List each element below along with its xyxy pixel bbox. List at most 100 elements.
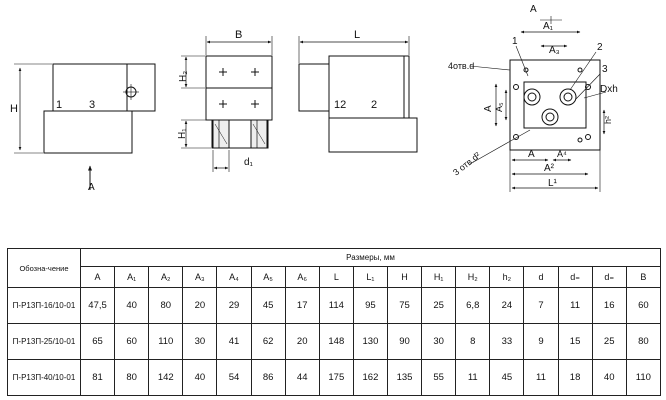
side-label-3: 3: [89, 99, 95, 111]
plan-view-arrow-label: A: [530, 4, 537, 15]
table-cell: 25: [591, 323, 627, 360]
end-label-12: 12: [334, 99, 346, 111]
table-cell: 9: [523, 323, 559, 360]
dim-h2-label: H₂: [178, 71, 189, 82]
table-cell: 75: [386, 287, 423, 324]
end-view: [298, 36, 418, 153]
plan-a4-label: A⁴: [557, 149, 567, 159]
end-label-2: 2: [371, 99, 377, 111]
table-cell: 45: [250, 287, 286, 324]
dim-l-label: L: [354, 29, 360, 41]
plan-a-left-label: A: [483, 105, 494, 112]
side-view: [14, 63, 156, 190]
column-header: L: [318, 266, 354, 288]
plan-a1-label: A₁: [543, 21, 554, 32]
table-cell: 11: [523, 359, 559, 396]
table-cell: 30: [182, 323, 218, 360]
table-cell: 110: [148, 323, 184, 360]
table-cell: 40: [114, 287, 150, 324]
table-cell: 47,5: [79, 287, 116, 324]
column-header: A₃: [182, 266, 218, 288]
table-cell: 25: [421, 287, 457, 324]
table-cell: 135: [386, 359, 423, 396]
plan-port-3: 3: [602, 64, 608, 75]
column-header: H: [386, 266, 423, 288]
table-cell: 162: [352, 359, 388, 396]
table-cell: 142: [148, 359, 184, 396]
column-header: A₂: [148, 266, 184, 288]
row-designation: П-Р13П-40/10-01: [7, 359, 81, 396]
plan-a5-label: A₅: [494, 102, 504, 112]
table-cell: 55: [421, 359, 457, 396]
table-cell: 148: [318, 323, 354, 360]
row-designation: П-Р13П-16/10-01: [7, 287, 81, 324]
column-header: A₆: [284, 266, 320, 288]
table-cell: 54: [216, 359, 252, 396]
table-cell: 86: [250, 359, 286, 396]
table-cell: 110: [625, 359, 662, 396]
view-arrow-label: A: [88, 182, 95, 193]
column-header: d: [523, 266, 559, 288]
column-header: H₂: [455, 266, 491, 288]
designation-header: Обозна-чение: [7, 248, 81, 288]
table-cell: 16: [591, 287, 627, 324]
side-label-1: 1: [56, 99, 62, 111]
column-header: A₁: [114, 266, 150, 288]
table-cell: 175: [318, 359, 354, 396]
row-designation: П-Р13П-25/10-01: [7, 323, 81, 360]
table-cell: 40: [591, 359, 627, 396]
column-header: d₌: [591, 266, 627, 288]
table-cell: 60: [625, 287, 662, 324]
column-header: d₌: [557, 266, 593, 288]
table-cell: 29: [216, 287, 252, 324]
table-cell: 33: [489, 323, 525, 360]
table-cell: 81: [79, 359, 116, 396]
dimensions-group-header: Размеры, мм: [80, 248, 661, 267]
column-header: B: [625, 266, 662, 288]
table-cell: 8: [455, 323, 491, 360]
table-cell: 114: [318, 287, 354, 324]
table-cell: 20: [284, 323, 320, 360]
column-header: A₅: [250, 266, 286, 288]
table-cell: 44: [284, 359, 320, 396]
table-cell: 80: [625, 323, 662, 360]
table-cell: 62: [250, 323, 286, 360]
column-header: h₂: [489, 266, 525, 288]
technical-drawing: H 1 3 A B H₂ H₁ d₁: [10, 4, 618, 193]
plan-a-label: A: [528, 149, 535, 160]
plan-a2-label: A²: [544, 163, 555, 174]
dim-b-label: B: [235, 29, 242, 41]
table-cell: 90: [386, 323, 423, 360]
plan-view: [469, 16, 607, 192]
column-header: H₁: [421, 266, 457, 288]
table-cell: 60: [114, 323, 150, 360]
table-cell: 30: [421, 323, 457, 360]
plan-a3-label: A₃: [549, 45, 560, 56]
table-cell: 7: [523, 287, 559, 324]
table-cell: 17: [284, 287, 320, 324]
front-view: [181, 36, 273, 172]
plan-dxh-label: Dxh: [600, 84, 618, 95]
column-header: A₄: [216, 266, 252, 288]
table-cell: 6,8: [455, 287, 491, 324]
plan-holes-4-label: 4отв.d: [448, 61, 474, 71]
table-cell: 11: [455, 359, 491, 396]
table-cell: 11: [557, 287, 593, 324]
column-header: A: [79, 266, 116, 288]
table-cell: 40: [182, 359, 218, 396]
table-cell: 20: [182, 287, 218, 324]
table-cell: 95: [352, 287, 388, 324]
dim-h-label: H: [10, 103, 18, 115]
plan-port-1: 1: [512, 36, 518, 47]
table-cell: 80: [148, 287, 184, 324]
column-header: L₁: [352, 266, 388, 288]
table-cell: 15: [557, 323, 593, 360]
table-cell: 41: [216, 323, 252, 360]
table-cell: 130: [352, 323, 388, 360]
table-cell: 65: [79, 323, 116, 360]
